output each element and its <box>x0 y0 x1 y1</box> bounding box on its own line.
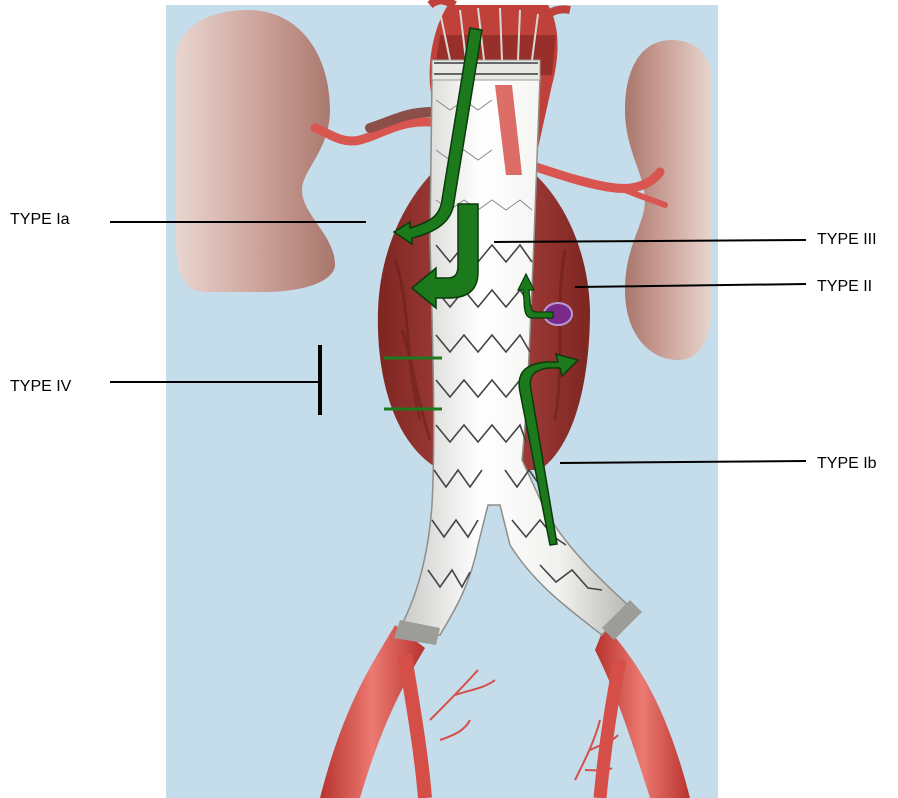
label-type-ia: TYPE Ia <box>10 211 70 229</box>
left-kidney <box>176 10 335 292</box>
label-type-ib: TYPE Ib <box>817 455 877 473</box>
label-type-iii: TYPE III <box>817 231 877 249</box>
aortic-branch-left <box>430 0 455 5</box>
label-type-iv: TYPE IV <box>10 378 71 396</box>
label-type-ii: TYPE II <box>817 278 872 296</box>
